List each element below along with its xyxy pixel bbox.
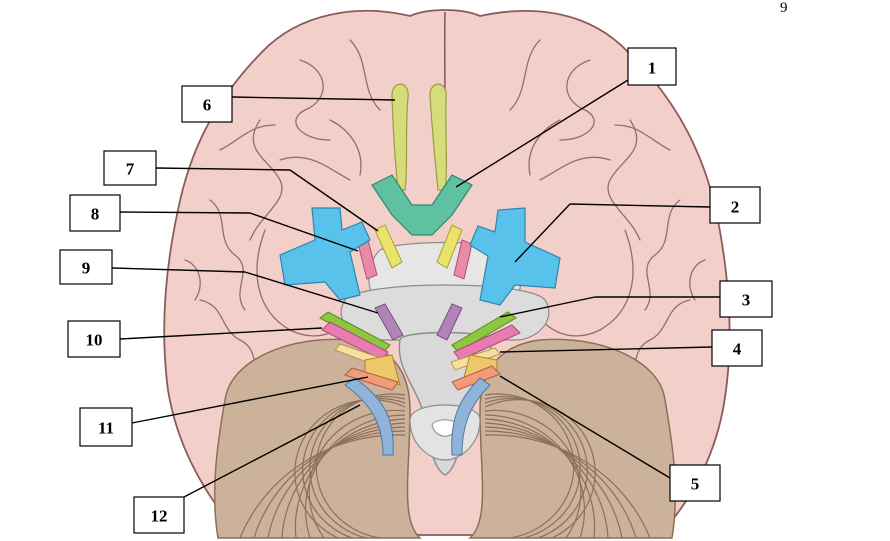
- svg-text:10: 10: [86, 331, 103, 350]
- leader-5: [499, 375, 671, 479]
- svg-text:5: 5: [691, 475, 700, 494]
- label-box-2: 2: [709, 186, 761, 224]
- cerebellar-folium: [484, 395, 581, 539]
- oculomotor-left: [374, 224, 403, 269]
- leader-6: [231, 96, 396, 101]
- leader-lines: [111, 79, 720, 498]
- svg-text:9: 9: [82, 259, 91, 278]
- leader-11: [131, 376, 369, 424]
- trigeminal-right: [469, 207, 561, 306]
- leader-12: [183, 404, 361, 498]
- trigeminal-left: [279, 207, 371, 301]
- leader-7b: [289, 169, 379, 232]
- svg-text:2: 2: [731, 198, 740, 217]
- cerebellar-folium: [484, 430, 637, 539]
- olfactory-bulb-left: [391, 83, 409, 191]
- label-box-4: 4: [711, 329, 763, 367]
- leader-4: [499, 346, 713, 353]
- leader-8b: [249, 212, 359, 252]
- label-box-10: 10: [67, 320, 121, 358]
- label-box-11: 11: [79, 407, 133, 447]
- leader-1: [455, 79, 629, 188]
- label-box-6: 6: [181, 85, 233, 123]
- trochlear-right: [453, 239, 473, 280]
- page-number: 9: [780, 0, 788, 16]
- label-box-9: 9: [59, 249, 113, 285]
- svg-text:1: 1: [648, 59, 657, 78]
- cerebellar-folium: [253, 430, 406, 539]
- leader-7: [155, 167, 291, 171]
- vestibulocochlear-left: [321, 321, 389, 361]
- olfactory-bulb-right: [429, 83, 447, 191]
- optic-chiasm: [371, 174, 473, 236]
- cerebellar-folium: [484, 418, 596, 539]
- leader-2b: [514, 203, 571, 263]
- label-box-3: 3: [719, 280, 773, 318]
- svg-text:3: 3: [742, 291, 751, 310]
- abducens-right: [436, 303, 463, 341]
- cerebellar-folium: [239, 434, 406, 539]
- leader-2: [569, 203, 711, 208]
- leader-9: [111, 267, 246, 273]
- leader-10: [119, 327, 323, 340]
- accessory-left: [344, 367, 399, 391]
- svg-text:4: 4: [733, 340, 742, 359]
- cerebellar-folium: [484, 409, 582, 539]
- svg-text:8: 8: [91, 205, 100, 224]
- cerebellar-folium: [484, 434, 651, 539]
- label-box-5: 5: [669, 464, 721, 502]
- svg-text:12: 12: [151, 507, 168, 526]
- cerebellar-folium: [484, 426, 623, 539]
- svg-text:6: 6: [203, 96, 212, 115]
- oculomotor-right: [436, 224, 463, 269]
- label-box-7: 7: [103, 150, 157, 186]
- label-box-8: 8: [69, 194, 121, 232]
- label-box-1: 1: [627, 47, 677, 86]
- accessory-right: [451, 365, 501, 391]
- svg-text:7: 7: [126, 160, 135, 179]
- leader-9b: [244, 271, 379, 314]
- label-box-12: 12: [133, 496, 185, 534]
- hypoglossal-left: [344, 377, 394, 456]
- leader-3b: [499, 296, 596, 318]
- hypoglossal-right: [451, 377, 491, 456]
- leader-8: [119, 211, 251, 214]
- abducens-left: [374, 303, 404, 341]
- cerebellar-folium: [484, 399, 596, 539]
- svg-text:11: 11: [98, 419, 114, 438]
- cerebellar-folium: [484, 422, 609, 539]
- vagus-left: [364, 354, 401, 386]
